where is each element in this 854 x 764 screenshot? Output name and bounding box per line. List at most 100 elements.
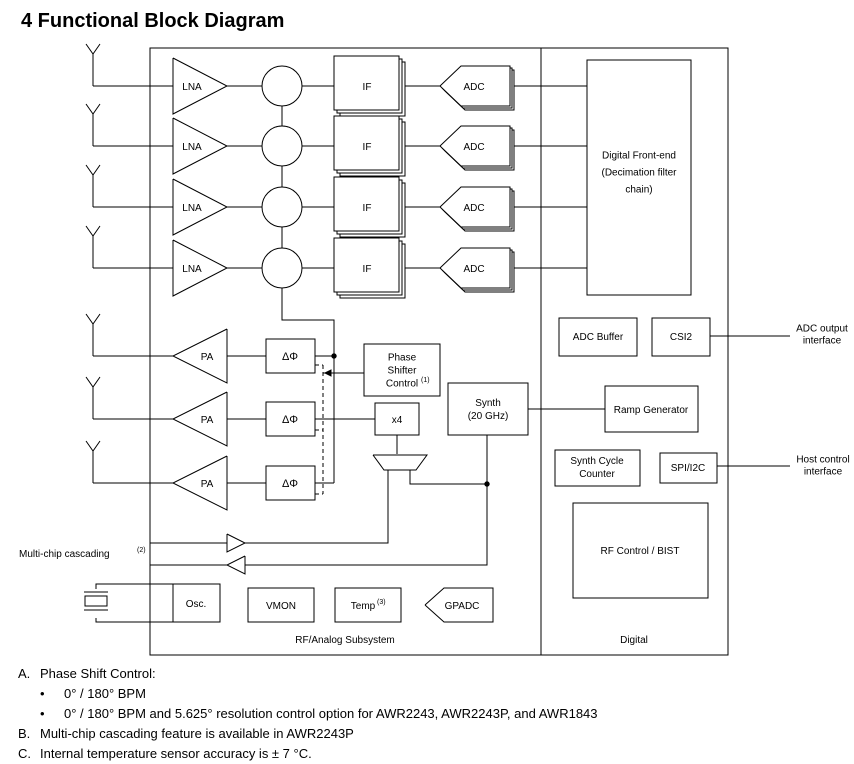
pa-amplifier xyxy=(171,455,228,511)
footnote-marker: B. xyxy=(18,726,31,741)
adc-output-interface-label: interface xyxy=(803,336,842,347)
digital-front-end-label: (Decimation filter xyxy=(601,168,677,179)
phase-shifter-block xyxy=(265,338,316,374)
x4-label: x4 xyxy=(392,415,403,426)
csi2-label: CSI2 xyxy=(670,332,693,343)
ramp-generator-label: Ramp Generator xyxy=(614,405,689,416)
crystal-icon xyxy=(84,595,108,607)
if-label: IF xyxy=(363,82,372,93)
adc-label: ADC xyxy=(463,82,484,93)
rf-control-bist-label: RF Control / BIST xyxy=(601,546,680,557)
antenna-icon xyxy=(85,225,101,237)
mixer-icon xyxy=(261,186,303,228)
if-block xyxy=(333,237,400,293)
synth-cycle-counter-block xyxy=(554,449,641,487)
ramp-generator-block xyxy=(604,385,699,433)
lna-amplifier xyxy=(172,117,229,175)
if-label: IF xyxy=(363,142,372,153)
temp-sensor-block xyxy=(334,587,402,623)
csi2-block xyxy=(651,317,711,357)
temp-sensor-label: Temp xyxy=(351,601,376,612)
pa-amplifier xyxy=(171,328,228,384)
adc-block xyxy=(439,125,511,167)
if-label: IF xyxy=(363,264,372,275)
if-block xyxy=(333,55,400,111)
gpadc-block xyxy=(424,587,494,623)
adc-buffer-block xyxy=(558,317,638,357)
pa-label: PA xyxy=(201,352,214,363)
lo-splitter xyxy=(372,454,428,471)
lna-label: LNA xyxy=(182,203,202,214)
footnote-text: Multi-chip cascading feature is availabl… xyxy=(40,726,354,741)
arrow-head xyxy=(323,369,332,377)
multi-chip-cascading-ref: (2) xyxy=(137,547,146,554)
temp-sensor-ref: (3) xyxy=(377,599,386,606)
rf-control-bist-block xyxy=(572,502,709,599)
section-title: 4 Functional Block Diagram xyxy=(21,10,285,32)
pa-label: PA xyxy=(201,479,214,490)
footnote-marker: • xyxy=(40,686,45,701)
adc-label: ADC xyxy=(463,142,484,153)
digital-front-end-block xyxy=(586,59,692,296)
footnote-text: Phase Shift Control: xyxy=(40,666,156,681)
if-block xyxy=(333,115,400,171)
lna-amplifier xyxy=(172,57,229,115)
mixer-icon xyxy=(261,65,303,107)
phase-shifter-control-label: Shifter xyxy=(388,366,418,377)
lna-label: LNA xyxy=(182,142,202,153)
synth-cycle-counter-label: Counter xyxy=(579,469,615,480)
spi-i2c-block xyxy=(659,452,718,484)
antenna-icon xyxy=(85,103,101,115)
digital-front-end-label: Digital Front-end xyxy=(602,151,676,162)
phase-shifter-label: ΔΦ xyxy=(282,414,298,426)
vmon-block xyxy=(247,587,315,623)
digital-subsystem-label: Digital xyxy=(620,635,648,646)
host-control-interface-label: Host control xyxy=(796,455,849,466)
cascade-out-buffer xyxy=(226,533,247,553)
pa-label: PA xyxy=(201,415,214,426)
host-control-interface-label: interface xyxy=(804,467,843,478)
if-block xyxy=(333,176,400,232)
x4-multiplier-block xyxy=(374,402,420,436)
footnote-text: 0° / 180° BPM xyxy=(64,686,146,701)
synth-block xyxy=(447,382,529,436)
adc-label: ADC xyxy=(463,203,484,214)
antenna-icon xyxy=(85,440,101,452)
synth-label: (20 GHz) xyxy=(468,411,509,422)
adc-block xyxy=(439,186,511,228)
antenna-icon xyxy=(85,164,101,176)
lna-amplifier xyxy=(172,178,229,236)
digital-front-end-label: chain) xyxy=(625,185,652,196)
phase-shifter-block xyxy=(265,401,316,437)
footnote-text: 0° / 180° BPM and 5.625° resolution cont… xyxy=(64,706,598,721)
lna-label: LNA xyxy=(182,264,202,275)
oscillator-block xyxy=(172,583,221,623)
synth-cycle-counter-label: Synth Cycle xyxy=(570,456,624,467)
gpadc-label: GPADC xyxy=(445,601,480,612)
cascade-in-line xyxy=(245,484,488,566)
adc-buffer-label: ADC Buffer xyxy=(573,332,624,343)
crystal-line xyxy=(95,618,173,623)
lna-amplifier xyxy=(172,239,229,297)
mixer-icon xyxy=(261,125,303,167)
pa-amplifier xyxy=(171,391,228,447)
synth-to-splitter xyxy=(409,435,488,485)
digital-subsystem-boundary xyxy=(540,47,729,656)
phase-shifter-label: ΔΦ xyxy=(282,351,298,363)
footnote-marker: C. xyxy=(18,746,31,761)
cascade-in-buffer xyxy=(225,555,246,575)
adc-label: ADC xyxy=(463,264,484,275)
phase-shifter-control-label: Control xyxy=(386,379,418,390)
antenna-icon xyxy=(85,43,101,55)
phase-shifter-control-block xyxy=(363,343,441,397)
antenna-icon xyxy=(85,376,101,388)
junction-dot xyxy=(331,353,337,359)
footnote-marker: • xyxy=(40,706,45,721)
phase-shifter-block xyxy=(265,465,316,501)
adc-block xyxy=(439,247,511,289)
adc-output-interface-label: ADC output xyxy=(796,324,848,335)
mixer-icon xyxy=(261,247,303,289)
spi-i2c-label: SPI/I2C xyxy=(671,463,705,474)
multi-chip-cascading-label: Multi-chip cascading xyxy=(19,549,110,560)
